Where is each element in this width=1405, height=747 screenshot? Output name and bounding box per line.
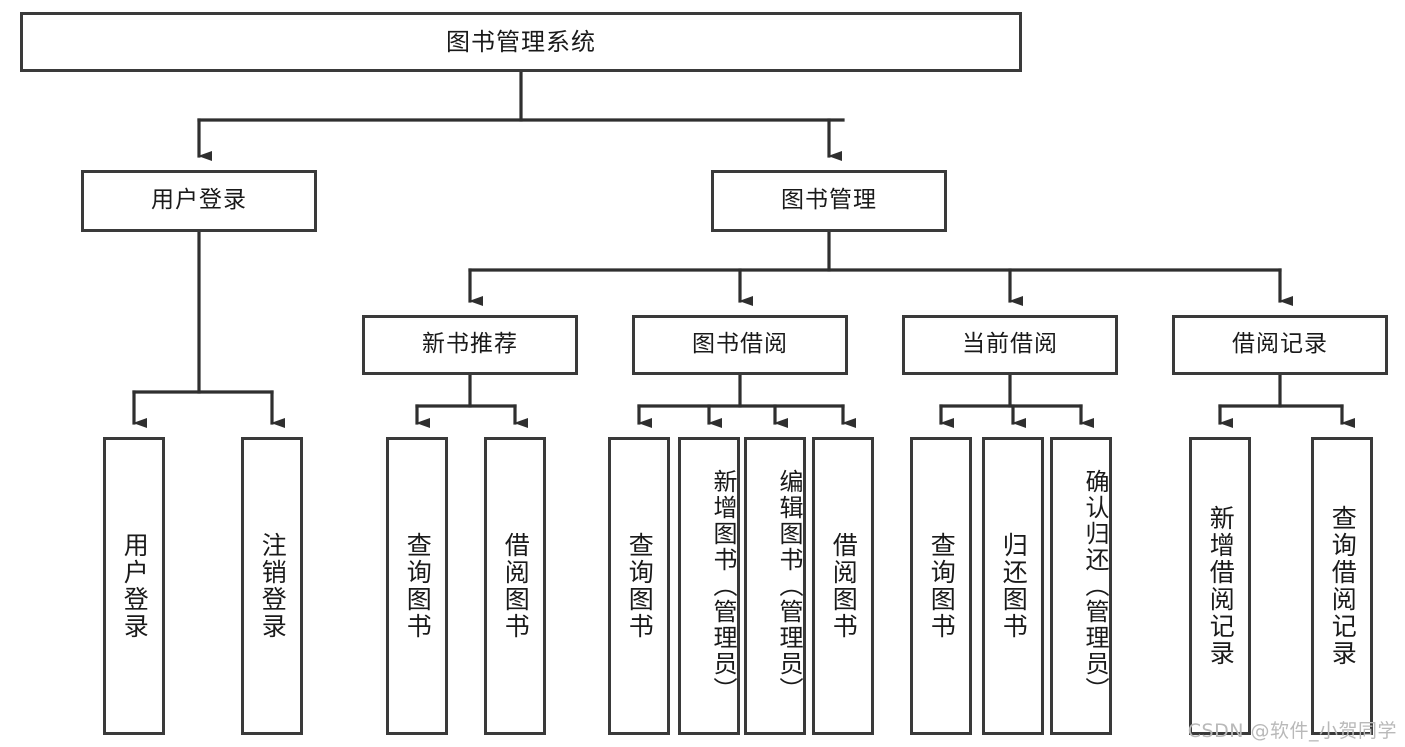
leaf-confirm-return-admin[interactable]: 确认归还（管理员） bbox=[1050, 437, 1112, 735]
leaf-edit-book-admin[interactable]: 编辑图书（管理员） bbox=[744, 437, 806, 735]
leaf-query-books-borrow[interactable]: 查询图书 bbox=[608, 437, 670, 735]
leaf-logout[interactable]: 注销登录 bbox=[241, 437, 303, 735]
node-book-management[interactable]: 图书管理 bbox=[711, 170, 947, 232]
node-label: 用户登录 bbox=[151, 187, 247, 214]
node-label: 用户登录 bbox=[120, 532, 150, 640]
node-label: 借阅图书 bbox=[501, 532, 531, 640]
node-label: 编辑图书（管理员） bbox=[775, 469, 803, 703]
node-label: 查询图书 bbox=[403, 532, 433, 640]
node-new-book-recommend[interactable]: 新书推荐 bbox=[362, 315, 578, 375]
node-root-system[interactable]: 图书管理系统 bbox=[20, 12, 1022, 72]
node-label: 借阅记录 bbox=[1232, 331, 1328, 358]
node-label: 借阅图书 bbox=[829, 532, 859, 640]
leaf-borrow-books-recommend[interactable]: 借阅图书 bbox=[484, 437, 546, 735]
node-current-borrow[interactable]: 当前借阅 bbox=[902, 315, 1118, 375]
node-borrow-records[interactable]: 借阅记录 bbox=[1172, 315, 1388, 375]
node-user-login[interactable]: 用户登录 bbox=[81, 170, 317, 232]
node-book-borrow[interactable]: 图书借阅 bbox=[632, 315, 848, 375]
node-label: 图书管理系统 bbox=[446, 27, 596, 56]
node-label: 查询图书 bbox=[625, 532, 655, 640]
node-label: 查询借阅记录 bbox=[1328, 505, 1358, 667]
csdn-watermark: CSDN @软件_小贺同学 bbox=[1187, 720, 1397, 742]
leaf-borrow-book[interactable]: 借阅图书 bbox=[812, 437, 874, 735]
node-label: 查询图书 bbox=[927, 532, 957, 640]
node-label: 图书管理 bbox=[781, 187, 877, 214]
node-label: 当前借阅 bbox=[962, 331, 1058, 358]
node-label: 确认归还（管理员） bbox=[1081, 469, 1109, 703]
node-label: 归还图书 bbox=[999, 532, 1029, 640]
leaf-query-books-current[interactable]: 查询图书 bbox=[910, 437, 972, 735]
node-label: 新书推荐 bbox=[422, 331, 518, 358]
leaf-add-book-admin[interactable]: 新增图书（管理员） bbox=[678, 437, 740, 735]
leaf-add-borrow-record[interactable]: 新增借阅记录 bbox=[1189, 437, 1251, 735]
node-label: 新增借阅记录 bbox=[1206, 505, 1236, 667]
leaf-return-book[interactable]: 归还图书 bbox=[982, 437, 1044, 735]
leaf-query-books-recommend[interactable]: 查询图书 bbox=[386, 437, 448, 735]
node-label: 图书借阅 bbox=[692, 331, 788, 358]
leaf-query-borrow-record[interactable]: 查询借阅记录 bbox=[1311, 437, 1373, 735]
node-label: 新增图书（管理员） bbox=[709, 469, 737, 703]
node-label: 注销登录 bbox=[258, 532, 288, 640]
leaf-user-login[interactable]: 用户登录 bbox=[103, 437, 165, 735]
